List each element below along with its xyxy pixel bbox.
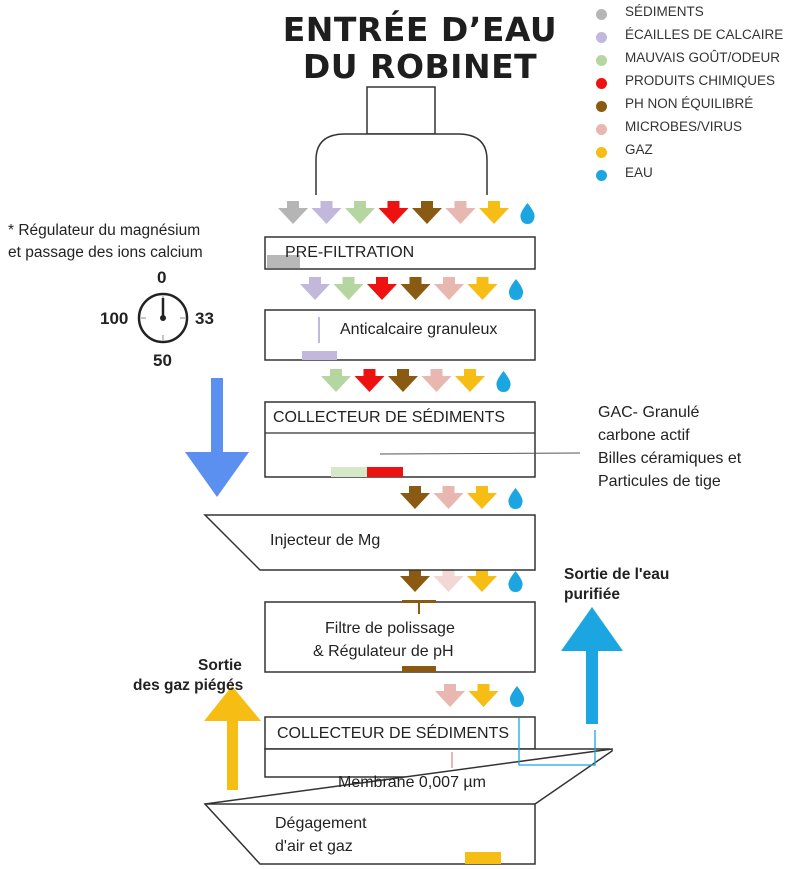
collecteur-2-box <box>264 716 536 750</box>
title-line-1: ENTRÉE D’EAU <box>282 10 558 49</box>
collecteur-1-box <box>264 401 536 478</box>
water-drop-icon <box>509 686 525 707</box>
faucet-neck <box>366 86 436 135</box>
gas-arrow-icon <box>468 684 499 707</box>
water-drop-icon <box>520 203 535 224</box>
contaminant-row-6 <box>435 684 525 707</box>
gas-out-label-2: des gaz piégés <box>133 677 244 694</box>
polissage-label-1: Filtre de polissage <box>325 620 455 637</box>
polissage-label-2: & Régulateur de pH <box>313 643 454 660</box>
microbe-arrow-icon <box>421 369 452 392</box>
ph-deposit <box>402 666 436 672</box>
microbe-arrow-icon <box>433 569 464 592</box>
ph-deposit-top <box>402 600 436 603</box>
gas-arrow-icon <box>467 277 498 300</box>
water-out-label-1: Sortie de l'eau <box>564 566 670 583</box>
legend-dot-icon <box>596 32 607 43</box>
gas-out-arrow <box>204 686 261 790</box>
ph-arrow-icon <box>400 569 430 592</box>
calcaire-arrow-icon <box>300 277 330 300</box>
water-outlet-pipe <box>518 718 596 766</box>
water-drop-icon <box>508 571 523 592</box>
collecteur-2-label: COLLECTEUR DE SÉDIMENTS <box>277 725 510 742</box>
water-drop-icon <box>496 371 511 392</box>
ph-arrow-icon <box>400 486 430 509</box>
legend-dot-icon <box>596 101 607 112</box>
microbe-arrow-icon <box>445 201 476 224</box>
gac-note-3: Billes céramiques et <box>598 450 742 467</box>
gas-arrow-icon <box>467 486 497 509</box>
gac-note-2: carbone actif <box>598 427 690 444</box>
flow-down-arrow <box>185 378 249 497</box>
microbe-arrow-icon <box>433 486 464 509</box>
gac-pointer-line <box>379 452 581 455</box>
prefiltration-box <box>264 236 536 270</box>
injecteur-box <box>203 514 536 571</box>
anticalcaire-label: Anticalcaire granuleux <box>340 321 498 338</box>
chemical-deposit <box>367 467 403 477</box>
collecteur-1-label: COLLECTEUR DE SÉDIMENTS <box>273 409 506 426</box>
ph-arrow-icon <box>412 201 442 224</box>
prefiltration-label: PRE-FILTRATION <box>285 244 415 261</box>
gas-deposit <box>465 852 501 864</box>
water-drop-icon <box>508 279 524 300</box>
dial-label-left: 100 <box>100 309 129 328</box>
gas-arrow-icon <box>479 201 509 224</box>
degagement-label-2: d'air et gaz <box>275 838 353 855</box>
magnesium-dial <box>137 292 189 344</box>
contaminant-row-3 <box>321 369 511 392</box>
water-drop-icon <box>508 488 523 509</box>
membrane-label: Membrane 0,007 µm <box>338 774 486 791</box>
calcaire-deposit <box>302 351 337 360</box>
regulateur-note-2: et passage des ions calcium <box>8 244 203 261</box>
gac-note-4: Particules de tige <box>598 473 721 490</box>
dial-label-right: 33 <box>195 309 214 328</box>
sediment-arrow-icon <box>278 201 308 224</box>
contaminant-row-2 <box>300 277 524 300</box>
legend-dot-icon <box>596 78 607 89</box>
microbe-arrow-icon <box>435 684 465 707</box>
regulateur-note-1: * Régulateur du magnésium <box>8 222 201 239</box>
calcaire-arrow-icon <box>311 201 342 224</box>
title-line-2: DU ROBINET <box>302 47 538 86</box>
microbe-arrow-icon <box>434 277 464 300</box>
gas-arrow-icon <box>467 569 497 592</box>
contaminant-row-1 <box>278 201 535 224</box>
contaminant-row-4 <box>400 486 523 509</box>
legend-dot-icon <box>596 9 607 20</box>
dial-label-bottom: 50 <box>153 351 172 370</box>
injecteur-label: Injecteur de Mg <box>270 532 381 549</box>
gas-arrow-icon <box>455 369 485 392</box>
chemical-arrow-icon <box>354 369 385 392</box>
faucet-head <box>315 133 488 195</box>
taste-deposit <box>331 467 367 477</box>
legend-dot-icon <box>596 147 607 158</box>
legend-dot-icon <box>596 170 607 181</box>
water-out-label-2: purifiée <box>564 586 620 603</box>
contaminant-row-5 <box>400 569 523 592</box>
degagement-label-1: Dégagement <box>275 815 367 832</box>
sediment-deposit <box>267 255 300 268</box>
legend-dot-icon <box>596 124 607 135</box>
dial-label-top: 0 <box>157 268 167 287</box>
water-out-arrow <box>561 607 623 724</box>
taste-arrow-icon <box>345 201 375 224</box>
gac-note-1: GAC- Granulé <box>598 404 700 421</box>
chemical-arrow-icon <box>367 277 397 300</box>
taste-arrow-icon <box>333 277 364 300</box>
taste-arrow-icon <box>321 369 351 392</box>
ph-arrow-icon <box>388 369 418 392</box>
gas-out-label-1: Sortie <box>198 657 242 674</box>
ph-arrow-icon <box>400 277 431 300</box>
chemical-arrow-icon <box>378 201 409 224</box>
polissage-box <box>264 601 536 673</box>
legend-dot-icon <box>596 55 607 66</box>
